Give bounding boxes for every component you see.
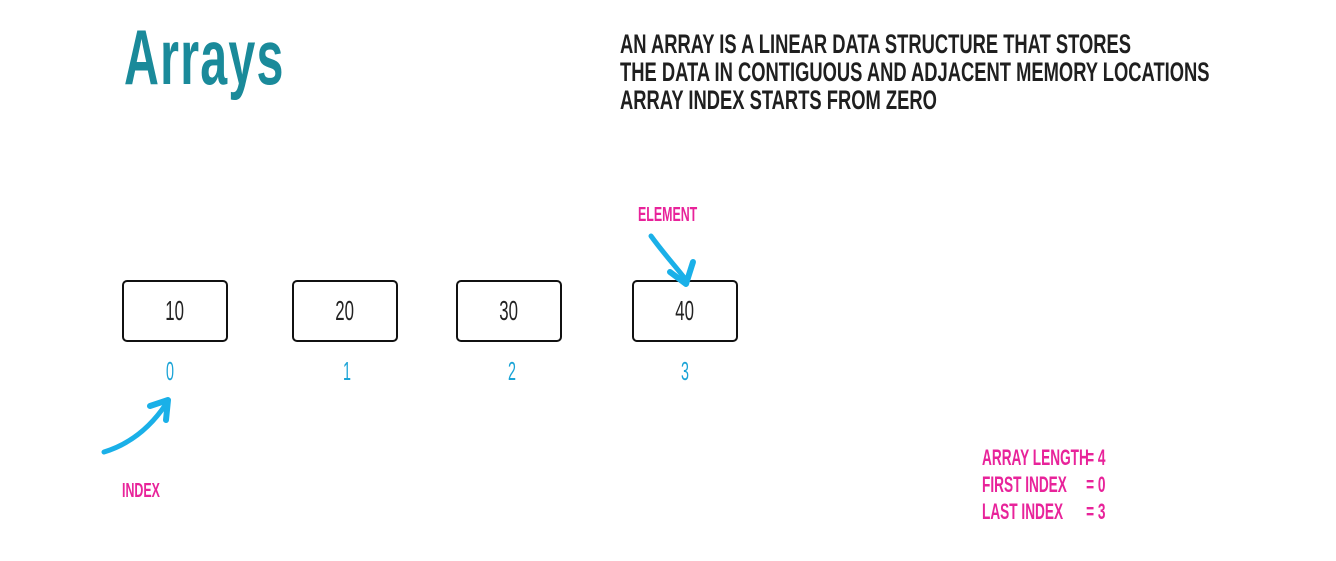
array-index: 3 <box>681 356 689 386</box>
array-index: 1 <box>343 356 351 386</box>
array-element-value: 30 <box>499 295 519 326</box>
stat-value: = 4 <box>1086 445 1106 470</box>
stat-value: = 0 <box>1086 472 1106 497</box>
array-index: 0 <box>166 356 174 386</box>
page-title: Arrays <box>124 13 285 101</box>
array-element-box: 40 <box>632 280 738 342</box>
stat-value: = 3 <box>1086 499 1106 524</box>
stat-row-length: ARRAY LENGTH = 4 <box>982 444 1106 471</box>
array-element-box: 30 <box>456 280 562 342</box>
stat-row-last-index: LAST INDEX = 3 <box>982 498 1106 525</box>
array-element-box: 20 <box>292 280 398 342</box>
index-label: INDEX <box>122 480 160 502</box>
array-stats: ARRAY LENGTH = 4 FIRST INDEX = 0 LAST IN… <box>982 444 1106 525</box>
stat-row-first-index: FIRST INDEX = 0 <box>982 471 1106 498</box>
element-arrow-icon <box>648 233 696 287</box>
array-element-box: 10 <box>122 280 228 342</box>
description-block: An array is a linear data structure that… <box>620 30 1210 114</box>
array-element-value: 40 <box>675 295 695 326</box>
array-element-value: 10 <box>165 295 185 326</box>
stat-label: FIRST INDEX <box>982 472 1067 497</box>
stat-label: LAST INDEX <box>982 499 1064 524</box>
array-index: 2 <box>508 356 516 386</box>
stat-label: ARRAY LENGTH <box>982 445 1089 470</box>
description-line-2: the data in contiguous and adjacent memo… <box>620 57 1210 87</box>
index-arrow-icon <box>101 397 171 455</box>
description-line-3: Array index starts from zero <box>620 85 937 115</box>
element-label: ELEMENT <box>638 204 698 226</box>
array-element-value: 20 <box>335 295 355 326</box>
description-line-1: An array is a linear data structure that… <box>620 29 1132 59</box>
